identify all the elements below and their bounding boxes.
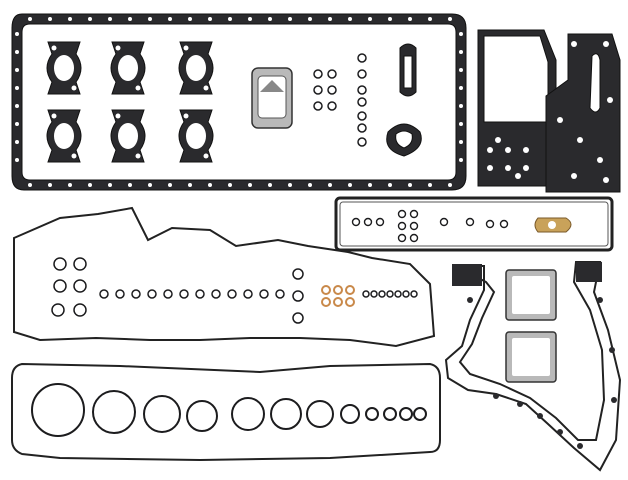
timing-cover-gasket: [444, 261, 622, 472]
manifold-gasket: [46, 41, 82, 95]
manifold-gasket: [178, 109, 214, 163]
exhaust-manifold-gaskets: [46, 41, 214, 163]
thermostat-gasket: [386, 43, 422, 157]
turbo-gasket: [251, 67, 293, 129]
valve-cover-gasket: [13, 206, 436, 348]
intake-strip-gasket: [334, 196, 614, 252]
square-port-gaskets: [505, 269, 557, 383]
oil-pan-gasket: [11, 13, 467, 191]
lower-block-gasket: [11, 362, 441, 462]
manifold-gasket: [110, 41, 146, 95]
oil-cooler-gasket-left: [477, 29, 557, 187]
oil-cooler-gasket-right: [545, 33, 621, 193]
manifold-gasket: [110, 109, 146, 163]
manifold-gasket: [178, 41, 214, 95]
manifold-gasket: [46, 109, 82, 163]
small-seal-rings-top: [313, 53, 367, 147]
